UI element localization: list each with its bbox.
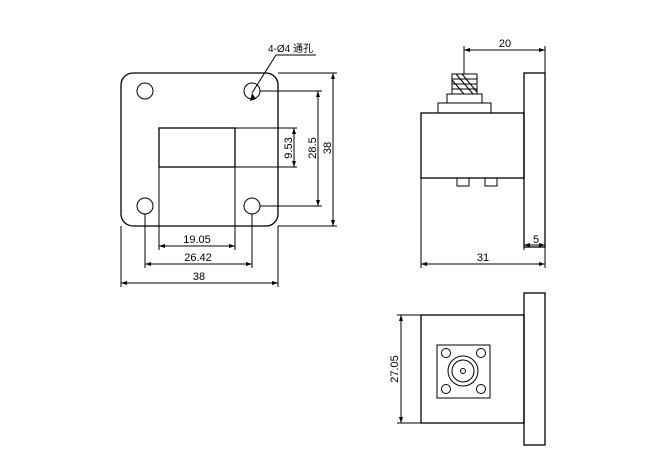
mount-hole-bl (441, 384, 451, 394)
dim-body-width: 27.05 (389, 355, 401, 383)
connector-hex (446, 93, 483, 104)
dim-hole-pitch-v: 28.5 (307, 137, 319, 158)
dim-inner-height: 9.53 (283, 137, 295, 158)
bottom-body (420, 314, 525, 424)
dim-inner-width: 19.05 (183, 234, 211, 246)
connector-square-flange (436, 344, 491, 399)
flange-outline (120, 72, 279, 227)
bottom-flange (523, 292, 546, 446)
side-flange (523, 72, 546, 248)
waveguide-opening (158, 127, 236, 168)
hole-callout-leader (251, 54, 316, 94)
dim-flange-thickness: 5 (533, 234, 539, 246)
bolt-hole-top-left (136, 82, 154, 100)
bolt-hole-bottom-right (243, 197, 261, 215)
bolt-hole-bottom-left (136, 197, 154, 215)
connector-base (437, 102, 492, 114)
dim-body-length: 31 (477, 252, 489, 264)
mount-hole-br (476, 384, 486, 394)
mount-hole-tr (476, 348, 486, 358)
dimension-arrows (121, 48, 545, 423)
connector-outer-ring (447, 355, 479, 387)
dimension-labels: 4-Ø4 通孔 9.53 28.5 38 19.05 26.42 38 20 5… (183, 38, 539, 383)
dim-connector-offset: 20 (499, 38, 511, 50)
front-view (120, 54, 337, 287)
connector-inner-ring (451, 359, 475, 383)
hole-callout-text: 4-Ø4 通孔 (268, 43, 313, 55)
mount-hole-tl (441, 348, 451, 358)
bottom-view (397, 292, 546, 446)
dim-hole-pitch-h: 26.42 (184, 252, 212, 264)
adapter-body (420, 112, 525, 179)
side-view (420, 46, 546, 268)
connector-center-pin (460, 368, 466, 374)
screw-left (456, 177, 470, 187)
screw-right (484, 177, 498, 187)
dim-flange-height: 38 (322, 142, 334, 154)
dim-flange-width: 38 (193, 271, 205, 283)
